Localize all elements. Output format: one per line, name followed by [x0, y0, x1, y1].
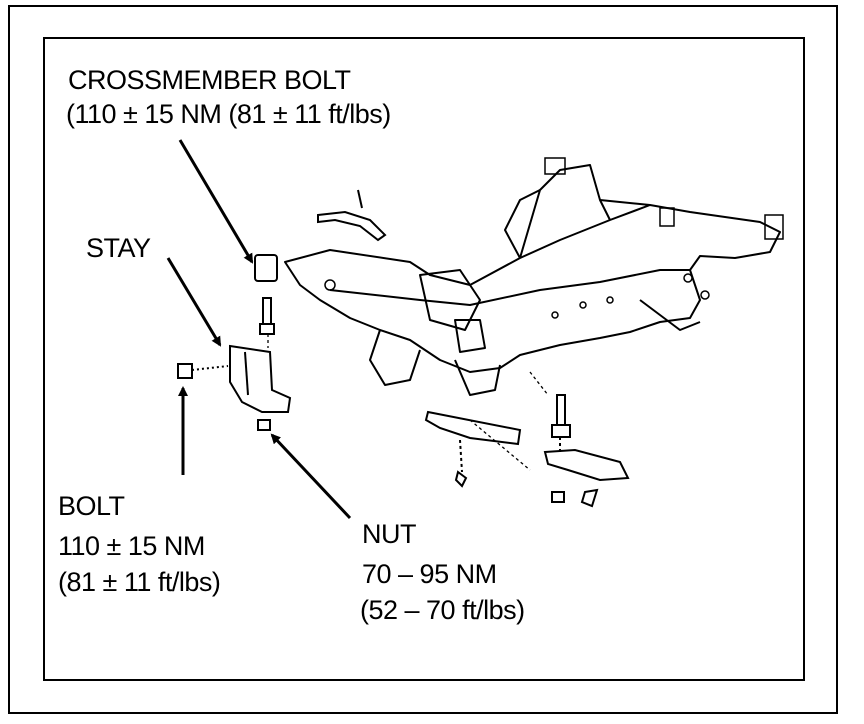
bolt-torque-ftlbs: (81 ± 11 ft/lbs) [58, 567, 221, 597]
dashed-guides [267, 334, 549, 471]
crossmember-bolt-arrow [178, 139, 254, 264]
stay-bracket [229, 344, 292, 431]
upper-bracket [317, 189, 387, 242]
outer-frame [8, 5, 838, 714]
nut-arrow [270, 433, 352, 520]
leader-arrows [166, 139, 352, 520]
lower-link [424, 410, 522, 488]
crossmember-bolt-label: CROSSMEMBER BOLT [68, 65, 351, 95]
frame-holes [324, 157, 784, 319]
stay-label: STAY [86, 233, 151, 263]
lower-right-bracket [543, 394, 630, 508]
stay-arrow [166, 257, 222, 347]
nut-torque-nm: 70 – 95 NM [362, 559, 497, 589]
crossmember-frame [284, 164, 781, 396]
crossmember-bushing [254, 254, 278, 335]
diagram-panel [43, 37, 805, 681]
stay-bolt [177, 363, 229, 379]
bolt-label: BOLT [58, 491, 125, 521]
bolt-torque-nm: 110 ± 15 NM [58, 531, 205, 561]
nut-label: NUT [362, 519, 417, 549]
nut-torque-ftlbs: (52 – 70 ft/lbs) [360, 595, 525, 625]
crossmember-bolt-torque: (110 ± 15 NM (81 ± 11 ft/lbs) [66, 99, 391, 129]
